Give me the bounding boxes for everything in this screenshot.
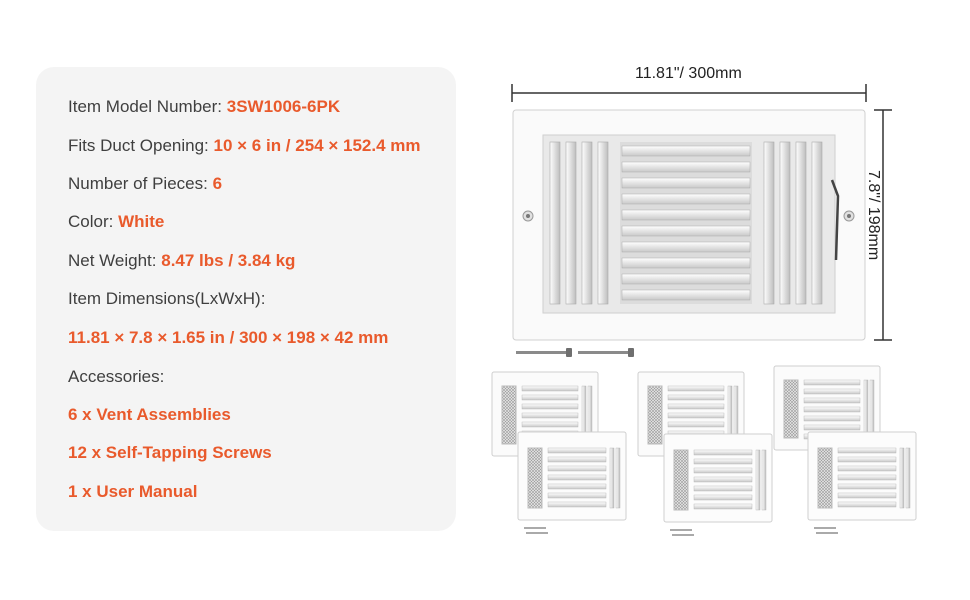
duct-label: Fits Duct Opening: xyxy=(68,136,209,155)
model-value: 3SW1006-6PK xyxy=(226,97,341,116)
spec-color: Color: White xyxy=(68,211,164,233)
weight-value: 8.47 lbs / 3.84 kg xyxy=(161,251,296,270)
pieces-value: 6 xyxy=(212,174,223,193)
weight-label: Net Weight: xyxy=(68,251,157,270)
width-dimension-line xyxy=(511,84,867,102)
product-diagram xyxy=(491,84,917,536)
height-dimension-line xyxy=(874,109,892,341)
accessory-vents: 6 x Vent Assemblies xyxy=(68,405,231,424)
accessory-item: 12 x Self-Tapping Screws xyxy=(68,442,272,464)
width-dimension-label: 11.81"/ 300mm xyxy=(635,65,742,82)
accessory-item: 1 x User Manual xyxy=(68,481,197,503)
spec-dimensions: Item Dimensions(LxWxH): xyxy=(68,288,265,310)
duct-value: 10 × 6 in / 254 × 152.4 mm xyxy=(213,136,421,155)
pieces-label: Number of Pieces: xyxy=(68,174,208,193)
main-vent xyxy=(512,109,866,341)
accessory-manual: 1 x User Manual xyxy=(68,482,198,501)
color-value: White xyxy=(118,212,165,231)
screws xyxy=(516,348,634,357)
accessory-screws: 12 x Self-Tapping Screws xyxy=(68,443,272,462)
dimensions-label: Item Dimensions(LxWxH): xyxy=(68,289,266,308)
color-label: Color: xyxy=(68,212,114,231)
spec-dimensions-value-row: 11.81 × 7.8 × 1.65 in / 300 × 198 × 42 m… xyxy=(68,327,388,349)
spec-accessories: Accessories: xyxy=(68,366,164,388)
accessory-item: 6 x Vent Assemblies xyxy=(68,404,231,426)
spec-duct: Fits Duct Opening: 10 × 6 in / 254 × 152… xyxy=(68,135,421,157)
vent-pack xyxy=(491,365,917,536)
spec-card: Item Model Number: 3SW1006-6PK Fits Duct… xyxy=(36,67,456,531)
dimensions-value: 11.81 × 7.8 × 1.65 in / 300 × 198 × 42 m… xyxy=(68,328,389,347)
spec-model: Item Model Number: 3SW1006-6PK xyxy=(68,96,340,118)
product-visual: 11.81"/ 300mm 7.8"/ 198mm xyxy=(470,0,970,600)
accessories-label: Accessories: xyxy=(68,367,165,386)
model-label: Item Model Number: xyxy=(68,97,222,116)
spec-pieces: Number of Pieces: 6 xyxy=(68,173,222,195)
spec-weight: Net Weight: 8.47 lbs / 3.84 kg xyxy=(68,250,295,272)
